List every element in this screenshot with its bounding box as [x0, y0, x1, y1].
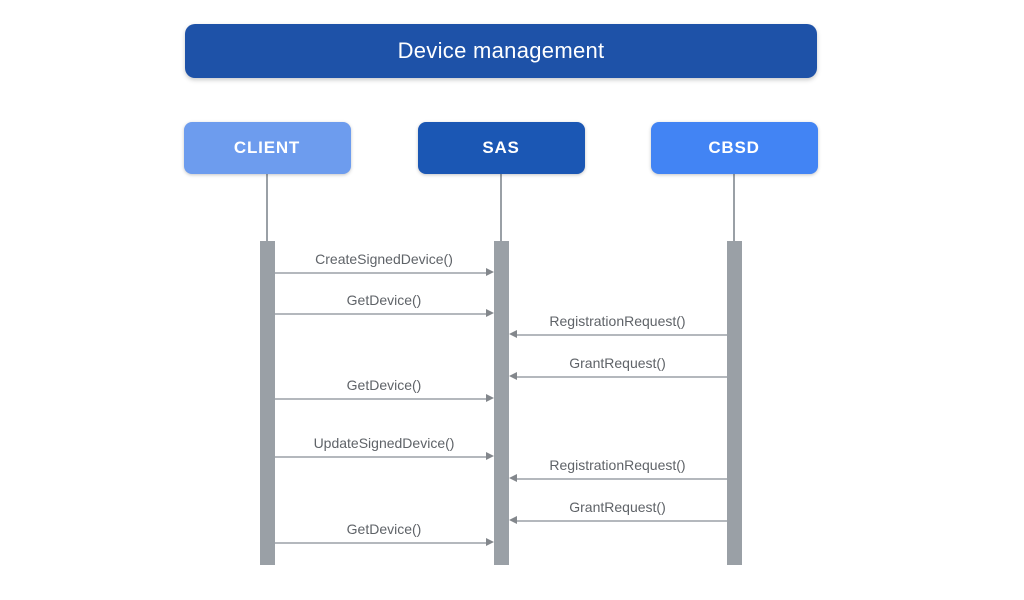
arrowhead-right-icon — [485, 394, 494, 403]
arrowhead-left-icon — [508, 516, 517, 525]
arrowhead-left-icon — [508, 330, 517, 339]
message-arrow-line — [514, 334, 727, 336]
arrowhead-right-icon — [485, 538, 494, 547]
message-arrow-line — [514, 376, 727, 378]
lifeline-cbsd — [733, 174, 735, 241]
lifeline-client — [266, 174, 268, 241]
arrowhead-right-icon — [485, 268, 494, 277]
message-arrow-line — [274, 272, 488, 274]
message-arrow-line — [274, 398, 488, 400]
message-label: GrantRequest() — [569, 355, 666, 371]
message-label: GetDevice() — [346, 377, 422, 393]
lifeline-sas — [500, 174, 502, 241]
message-arrow-line — [514, 520, 727, 522]
message-label: RegistrationRequest() — [549, 313, 686, 329]
message-arrow-line — [514, 478, 727, 480]
actor-cbsd: CBSD — [650, 122, 818, 174]
activation-bar-sas — [493, 241, 509, 565]
arrowhead-right-icon — [485, 309, 494, 318]
message-arrow-line — [274, 456, 488, 458]
activation-bar-cbsd — [726, 241, 742, 565]
activation-bar-client — [259, 241, 275, 565]
diagram-title-bar: Device management — [185, 24, 817, 78]
message-arrow-line — [274, 313, 488, 315]
actor-sas: SAS — [417, 122, 585, 174]
arrowhead-left-icon — [508, 474, 517, 483]
diagram-title: Device management — [397, 38, 605, 63]
message-label: RegistrationRequest() — [549, 457, 686, 473]
message-label: GetDevice() — [346, 292, 422, 308]
arrowhead-right-icon — [485, 452, 494, 461]
message-arrow-line — [274, 542, 488, 544]
message-label: CreateSignedDevice() — [315, 251, 453, 267]
actor-client: CLIENT — [183, 122, 351, 174]
message-label: GetDevice() — [346, 521, 422, 537]
message-label: UpdateSignedDevice() — [313, 435, 455, 451]
message-label: GrantRequest() — [569, 499, 666, 515]
arrowhead-left-icon — [508, 372, 517, 381]
